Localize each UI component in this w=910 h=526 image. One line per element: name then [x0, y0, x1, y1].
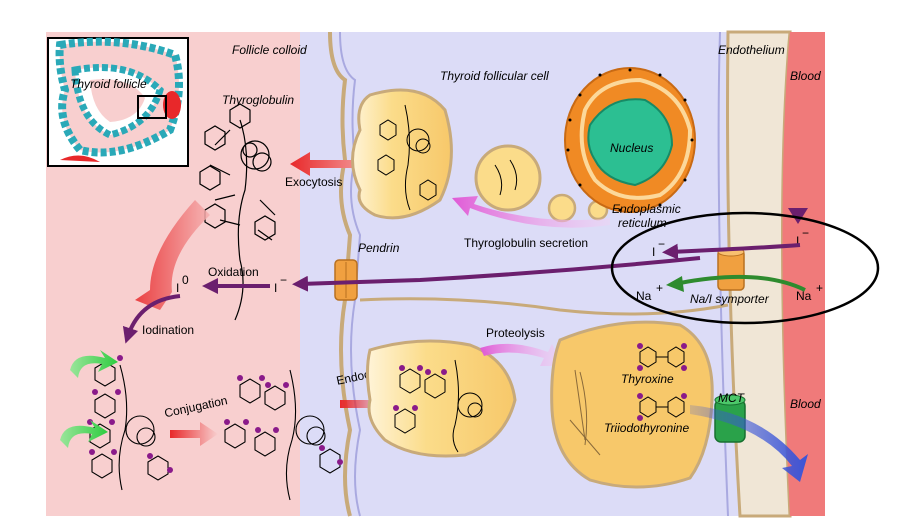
- sodium-left: Na +: [636, 281, 663, 303]
- endothelium-label: Endothelium: [718, 43, 785, 57]
- oxidation-label: Oxidation: [208, 265, 259, 279]
- pendrin-label: Pendrin: [358, 241, 400, 255]
- nucleus-label: Nucleus: [610, 141, 653, 155]
- svg-text:0: 0: [182, 273, 189, 287]
- blood-label-top: Blood: [790, 69, 821, 83]
- nucleus-er: [564, 67, 696, 213]
- svg-text:−: −: [280, 273, 287, 287]
- thyroid-follicle-label: Thyroid follicle: [70, 77, 147, 91]
- iodine-atoms-mid: [224, 375, 343, 465]
- proteolysis-arrow: [480, 343, 564, 366]
- symporter-highlight-ellipse: [610, 211, 880, 325]
- sodium-into-cell-arrow: [679, 274, 806, 292]
- svg-text:I: I: [652, 245, 655, 259]
- thyroid-follicular-cell-label: Thyroid follicular cell: [440, 69, 549, 83]
- endocytosis-vesicle: [366, 339, 517, 458]
- nai-symporter-label: Na/I symporter: [690, 292, 770, 306]
- inset-zoom-box: [137, 95, 167, 119]
- thyroid-follicle-inset: Thyroid follicle: [47, 37, 189, 167]
- iodination-arrow: [122, 294, 181, 344]
- iodine-i0: I 0: [176, 273, 189, 295]
- exocytosis-vesicle: [351, 88, 453, 220]
- iodide-right: I −: [796, 226, 809, 248]
- iodinated-thyroglobulin: [89, 361, 169, 491]
- iodide-left: I −: [274, 273, 287, 295]
- sodium-right: Na +: [796, 281, 823, 303]
- triiodothyronine-molecule: [639, 396, 685, 418]
- green-conjugation-arrow-2: [60, 420, 108, 448]
- thyroglobulin-secretion-arrow: [452, 196, 610, 228]
- vesicle-thyroglobulin: [377, 104, 437, 211]
- triiodothyronine-label: Triiodothyronine: [604, 421, 689, 435]
- svg-text:−: −: [658, 237, 665, 251]
- exocytosis-arrow: [290, 152, 380, 176]
- thyroxine-molecule: [639, 346, 685, 368]
- pendrin-transporter: [334, 259, 358, 301]
- exocytosis-label: Exocytosis: [285, 175, 342, 189]
- svg-text:+: +: [816, 281, 823, 295]
- cell-membrane-inner: [339, 31, 362, 517]
- follicle-colloid-label: Follicle colloid: [232, 43, 307, 57]
- iodide-into-cell-arrow: [662, 243, 801, 260]
- svg-text:I: I: [176, 281, 179, 295]
- svg-text:I: I: [796, 234, 799, 248]
- thyroxine-label: Thyroxine: [621, 372, 674, 386]
- er-label-line2: reticulum: [618, 216, 667, 230]
- svg-text:Na: Na: [796, 289, 812, 303]
- iodide-transport-arrow: [292, 256, 701, 292]
- iodide-mid: I −: [652, 237, 665, 259]
- svg-text:+: +: [656, 281, 663, 295]
- thyroglobulin-secretion-label: Thyroglobulin secretion: [464, 236, 588, 250]
- lysosome-fragments: [569, 369, 601, 456]
- oxidation-gradient-arrow: [135, 200, 210, 310]
- svg-text:−: −: [802, 226, 809, 240]
- sodium-arrowhead: [666, 276, 684, 292]
- mct-label: MCT: [718, 391, 746, 405]
- blood-region: [782, 32, 825, 516]
- thyroglobulin-molecule: [199, 103, 276, 321]
- nai-symporter: [717, 247, 745, 291]
- cell-junction: [359, 297, 729, 316]
- svg-text:I: I: [274, 281, 277, 295]
- hormone-release-arrow: [690, 405, 808, 482]
- green-conjugation-arrow-1: [70, 350, 118, 378]
- hormone-iodine-atoms: [637, 343, 687, 421]
- cell-membrane: [328, 31, 353, 517]
- vesicle-conjugated-thyroglobulin: [394, 359, 483, 453]
- lysosome-vesicle: [550, 320, 714, 489]
- proteolysis-label: Proteolysis: [486, 326, 545, 340]
- iodination-label: Iodination: [142, 323, 194, 337]
- conjugated-thyroglobulin: [224, 369, 341, 501]
- conjugation-arrow: [170, 422, 218, 446]
- iodine-atoms-left: [87, 355, 173, 473]
- blood-iodide-arrowhead: [788, 208, 808, 224]
- er-label-line1: Endoplasmic: [612, 202, 681, 216]
- iodine-atoms-vesicle: [393, 365, 447, 411]
- blood-label-bottom: Blood: [790, 397, 821, 411]
- svg-text:Na: Na: [636, 289, 652, 303]
- thyroglobulin-label: Thyroglobulin: [222, 93, 294, 107]
